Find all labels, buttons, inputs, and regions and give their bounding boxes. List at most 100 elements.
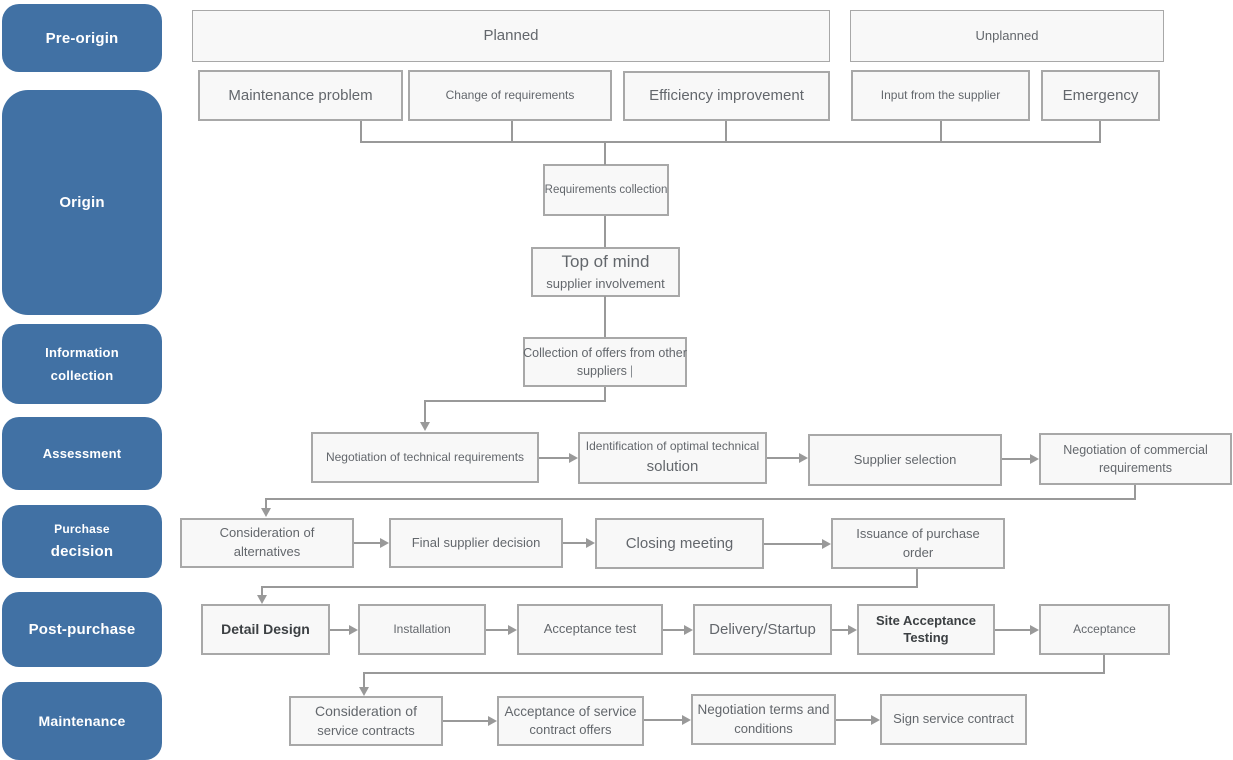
node-identification-optimal-solution: Identification of optimal technical solu… (578, 432, 767, 484)
node-label: Efficiency improvement (649, 87, 804, 105)
connector-commercial-elbow-drop (265, 498, 267, 510)
node-label: Sign service contract (893, 711, 1014, 727)
node-label: Requirements collection (544, 183, 668, 196)
connector-change-requirements-drop (511, 121, 513, 142)
node-label-line2: alternatives (233, 544, 301, 559)
connector-arrowhead (420, 422, 430, 431)
stage-maintenance: Maintenance (2, 682, 162, 760)
connector-arrowhead (349, 625, 358, 635)
node-label: Negotiation of technical requirements (325, 449, 525, 464)
connector-arrowhead (508, 625, 517, 635)
connector-offers-elbow-down (604, 387, 606, 402)
connector-emergency-drop (1099, 121, 1101, 142)
connector-arrowhead (682, 715, 691, 725)
node-label-line1: Identification of optimal technical (585, 439, 760, 454)
connector-maintenance-problem-drop (360, 121, 362, 142)
node-requirements-collection: Requirements collection (543, 164, 669, 216)
stage-purchase-decision: Purchase decision (2, 505, 162, 578)
connector-arrowhead (380, 538, 389, 548)
node-acceptance-test: Acceptance test (517, 604, 663, 655)
connector-maint-3 (836, 719, 872, 721)
connector-post-1 (330, 629, 350, 631)
connector-post-2 (486, 629, 509, 631)
node-label: Supplier selection (853, 451, 957, 467)
node-label-line2: suppliers| (577, 362, 633, 380)
connector-issuance-elbow-down (916, 569, 918, 588)
node-detail-design: Detail Design (201, 604, 330, 655)
connector-requirements-to-topofmind (604, 216, 606, 247)
connector-acceptance-elbow-down (1103, 655, 1105, 674)
node-change-of-requirements: Change of requirements (408, 70, 612, 121)
node-label: Maintenance problem (228, 86, 373, 104)
connector-arrowhead (261, 508, 271, 517)
node-label-line2: requirements (1099, 461, 1172, 475)
node-label: Delivery/Startup (709, 620, 816, 638)
node-label-line2: contract offers (529, 722, 612, 738)
connector-commercial-elbow-down (1134, 485, 1136, 500)
node-subtitle: supplier involvement (546, 275, 665, 291)
node-planned: Planned (192, 10, 830, 62)
connector-maint-2 (644, 719, 683, 721)
connector-issuance-elbow-drop (261, 586, 263, 596)
connector-offers-elbow-across (424, 400, 606, 402)
connector-arrowhead (684, 625, 693, 635)
connector-maint-1 (443, 720, 489, 722)
node-label-line2: solution (646, 457, 699, 475)
node-closing-meeting: Closing meeting (595, 518, 764, 569)
connector-arrowhead (799, 453, 808, 463)
connector-bus-to-requirements (604, 141, 606, 165)
stage-label: Post-purchase (28, 621, 136, 638)
connector-assessment-2 (767, 457, 800, 459)
connector-assessment-1 (539, 457, 570, 459)
stage-assessment: Assessment (2, 417, 162, 490)
stage-information-collection: Information collection (2, 324, 162, 404)
node-label-line1: Collection of offers from other (523, 345, 687, 360)
connector-acceptance-elbow-across (363, 672, 1105, 674)
node-top-of-mind: Top of mind supplier involvement (531, 247, 680, 297)
node-acceptance-service-offers: Acceptance of service contract offers (497, 696, 644, 746)
connector-arrowhead (871, 715, 880, 725)
connector-acceptance-elbow-drop (363, 672, 365, 688)
node-label-line1: Consideration of (315, 703, 417, 720)
stage-label: Origin (59, 194, 105, 211)
node-label: Detail Design (221, 621, 310, 638)
connector-post-5 (995, 629, 1031, 631)
node-issuance-purchase-order: Issuance of purchase order (831, 518, 1005, 569)
node-label-line1: Acceptance of service (504, 703, 637, 719)
connector-arrowhead (569, 453, 578, 463)
connector-efficiency-drop (725, 121, 727, 142)
connector-arrowhead (848, 625, 857, 635)
connector-offers-elbow-drop (424, 400, 426, 423)
node-consideration-service-contracts: Consideration of service contracts (289, 696, 443, 746)
connector-purchase-3 (764, 543, 823, 545)
connector-issuance-elbow-across (261, 586, 918, 588)
node-supplier-selection: Supplier selection (808, 434, 1002, 486)
node-negotiation-technical-requirements: Negotiation of technical requirements (311, 432, 539, 483)
node-label: Unplanned (975, 27, 1039, 43)
connector-commercial-elbow-across (265, 498, 1136, 500)
connector-assessment-3 (1002, 458, 1031, 460)
node-efficiency-improvement: Efficiency improvement (623, 71, 830, 121)
node-label: Change of requirements (445, 87, 575, 102)
node-input-from-supplier: Input from the supplier (851, 70, 1030, 121)
stage-label: Assessment (42, 446, 122, 461)
node-label: Acceptance test (543, 621, 637, 637)
connector-arrowhead (822, 539, 831, 549)
text-cursor: | (629, 364, 634, 378)
node-label: Input from the supplier (880, 87, 1001, 102)
node-label-line2: service contracts (317, 722, 415, 738)
connector-input-supplier-drop (940, 121, 942, 142)
connector-arrowhead (1030, 625, 1039, 635)
connector-arrowhead (586, 538, 595, 548)
connector-arrowhead (1030, 454, 1039, 464)
node-label: Final supplier decision (411, 534, 541, 550)
node-label-line2: order (902, 544, 934, 560)
connector-purchase-2 (563, 542, 587, 544)
node-acceptance: Acceptance (1039, 604, 1170, 655)
node-label-line1: Consideration of (219, 525, 315, 541)
node-label: Emergency (1062, 86, 1139, 104)
stage-label-line2: decision (50, 542, 114, 560)
node-sign-service-contract: Sign service contract (880, 694, 1027, 745)
node-final-supplier-decision: Final supplier decision (389, 518, 563, 568)
